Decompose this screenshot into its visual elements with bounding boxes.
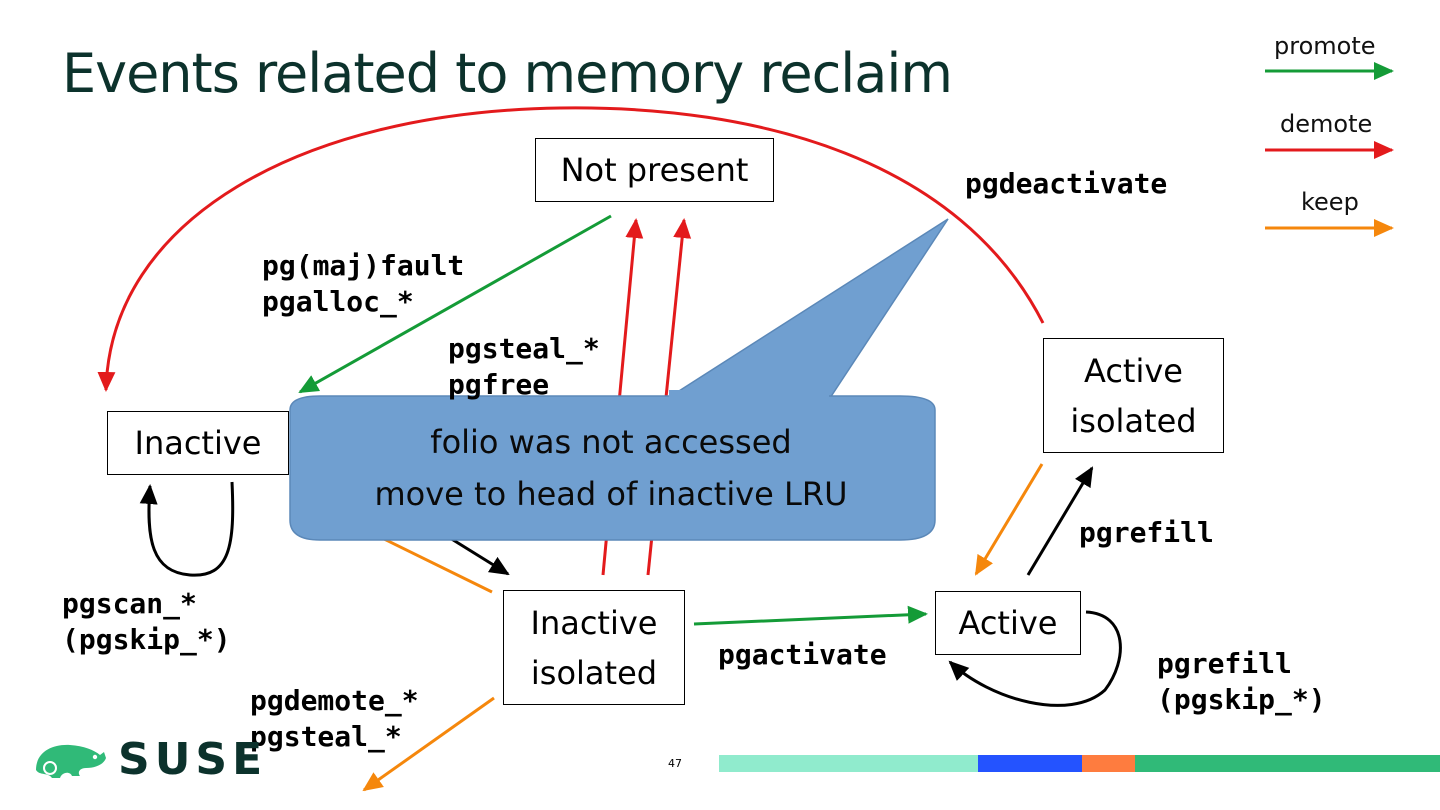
suse-chameleon-logo xyxy=(36,744,106,778)
node-inactive-isolated: Inactive isolated xyxy=(503,590,685,705)
pgactivate-arrow xyxy=(693,605,928,626)
legend-demote-label: demote xyxy=(1280,110,1373,138)
node-inactive-isolated-label: Inactive isolated xyxy=(530,603,658,692)
label-demote-steal: pgdemote_* pgsteal_* xyxy=(250,684,419,753)
active-refill-loop xyxy=(948,610,1122,707)
callout-seam xyxy=(669,390,829,400)
pgdeactivate-arrow xyxy=(97,106,1045,392)
label-scan-skip: pgscan_* (pgskip_*) xyxy=(62,587,231,656)
footer-bar-seg-3 xyxy=(1082,755,1135,772)
node-not-present-label: Not present xyxy=(560,151,749,189)
legend-keep-label: keep xyxy=(1301,188,1359,216)
suse-logo-text: SUSE xyxy=(118,734,268,785)
footer-bar-seg-1 xyxy=(719,755,978,772)
callout-body xyxy=(289,395,936,541)
label-pgactivate: pgactivate xyxy=(718,638,887,671)
isolate-inactive-arrow xyxy=(449,536,510,576)
label-pgrefill: pgrefill xyxy=(1079,516,1214,549)
node-active-isolated-label: Active isolated xyxy=(1070,351,1197,440)
node-inactive: Inactive xyxy=(107,411,289,475)
page-title: Events related to memory reclaim xyxy=(62,42,953,105)
putback-inactive-line xyxy=(379,535,493,594)
putback-active-arrow xyxy=(974,463,1044,576)
node-inactive-label: Inactive xyxy=(134,424,262,462)
node-active-isolated: Active isolated xyxy=(1043,338,1224,453)
inactive-scan-loop xyxy=(139,481,235,577)
label-refill-skip: pgrefill (pgskip_*) xyxy=(1157,647,1326,716)
node-not-present: Not present xyxy=(535,138,774,202)
legend-promote-label: promote xyxy=(1274,32,1376,60)
callout-text: folio was not accessed move to head of i… xyxy=(374,423,848,513)
footer-bar-seg-2 xyxy=(978,755,1082,772)
demote-arrow xyxy=(362,696,495,792)
node-active-label: Active xyxy=(958,604,1058,642)
footer-bar-seg-4 xyxy=(1135,755,1440,772)
label-steal-free: pgsteal_* pgfree xyxy=(448,332,600,401)
node-active: Active xyxy=(935,591,1081,655)
pgrefill-arrow xyxy=(1026,466,1094,576)
fault-alloc-arrow xyxy=(298,214,612,394)
label-fault-alloc: pg(maj)fault pgalloc_* xyxy=(262,249,465,318)
page-number: 47 xyxy=(668,757,682,770)
label-pgdeactivate: pgdeactivate xyxy=(965,167,1168,200)
callout-tail xyxy=(665,218,949,399)
